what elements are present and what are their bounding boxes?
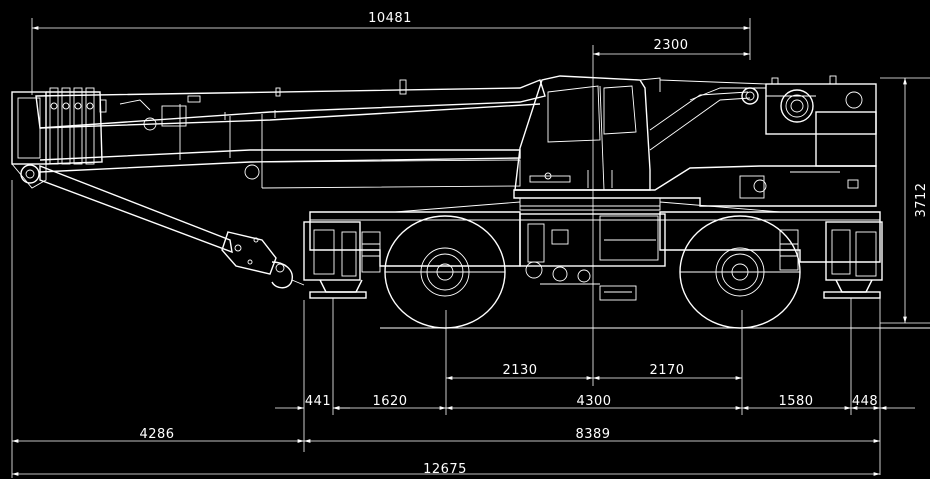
- label-boom-overhang: 4286: [139, 427, 174, 442]
- label-overall-length: 12675: [423, 462, 467, 477]
- superstructure: [513, 75, 877, 211]
- hook-block: [39, 164, 305, 289]
- label-front-outrigger: 441: [305, 394, 331, 409]
- carrier-chassis: [303, 201, 883, 301]
- label-cab-offset: 2300: [653, 38, 688, 53]
- front-outrigger: [303, 221, 367, 299]
- operator-cab: [514, 75, 751, 191]
- boom-head: [11, 87, 107, 189]
- turntable: [513, 165, 877, 211]
- label-center-rear: 2170: [649, 363, 684, 378]
- dimension-lines: [11, 18, 930, 478]
- front-wheel: [384, 215, 506, 329]
- label-rear-outrigger: 448: [852, 394, 878, 409]
- rear-outrigger: [823, 221, 883, 299]
- label-wheelbase: 4300: [576, 394, 611, 409]
- rear-wheel: [679, 215, 801, 329]
- label-front-overhang: 1620: [372, 394, 407, 409]
- dimension-labels: 10481 2300 3712 2130 2170 441 1620 4300 …: [139, 11, 929, 477]
- label-rear-overhang: 1580: [778, 394, 813, 409]
- label-boom-reach: 10481: [368, 11, 412, 26]
- counterweight: [659, 75, 877, 167]
- label-height: 3712: [914, 182, 929, 217]
- label-carrier-length: 8389: [575, 427, 610, 442]
- telescopic-boom: [11, 79, 546, 289]
- label-front-center: 2130: [502, 363, 537, 378]
